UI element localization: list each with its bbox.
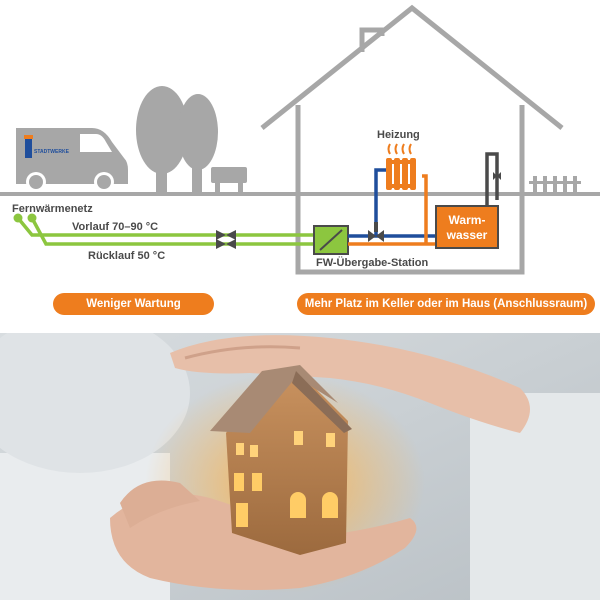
tree-icon bbox=[136, 86, 218, 192]
benefit-less-maintenance: Weniger Wartung bbox=[53, 293, 214, 315]
house-circuit-pipes bbox=[348, 152, 499, 246]
lighthouse-logo-icon bbox=[25, 138, 32, 158]
district-heating-pipes bbox=[16, 216, 316, 246]
pipe-end-icon bbox=[13, 213, 23, 223]
benefit-more-space: Mehr Platz im Keller oder im Haus (Ansch… bbox=[297, 293, 595, 315]
pipe-end-icon bbox=[27, 213, 37, 223]
bench-icon bbox=[211, 167, 247, 192]
photo-hands-holding-house bbox=[0, 333, 600, 600]
house-outline-icon bbox=[260, 4, 564, 275]
district-heating-diagram: STADTWERKE bbox=[0, 4, 600, 275]
network-label: Fernwärmenetz bbox=[12, 203, 93, 215]
radiator-icon bbox=[386, 158, 416, 190]
small-valve-icon bbox=[493, 172, 501, 180]
fence-icon bbox=[529, 176, 581, 192]
mixing-valve-icon bbox=[368, 222, 384, 242]
hot-water-label-1: Warm- bbox=[449, 213, 486, 227]
transfer-station-icon bbox=[313, 225, 349, 255]
hot-water-tank-icon bbox=[435, 205, 499, 249]
hot-water-label-2: wasser bbox=[446, 228, 488, 242]
photo-illustration bbox=[0, 333, 600, 600]
heat-waves-icon bbox=[387, 143, 412, 155]
sleeve-right bbox=[470, 393, 600, 600]
van-icon: STADTWERKE bbox=[16, 128, 128, 192]
wooden-house-icon bbox=[210, 365, 352, 555]
van-logo-text: STADTWERKE bbox=[34, 149, 70, 155]
supply-label: Vorlauf 70–90 °C bbox=[72, 221, 158, 233]
return-label: Rücklauf 50 °C bbox=[88, 250, 165, 262]
heating-label: Heizung bbox=[377, 129, 420, 141]
valve-icon bbox=[216, 230, 236, 249]
station-label: FW-Übergabe-Station bbox=[316, 256, 428, 269]
